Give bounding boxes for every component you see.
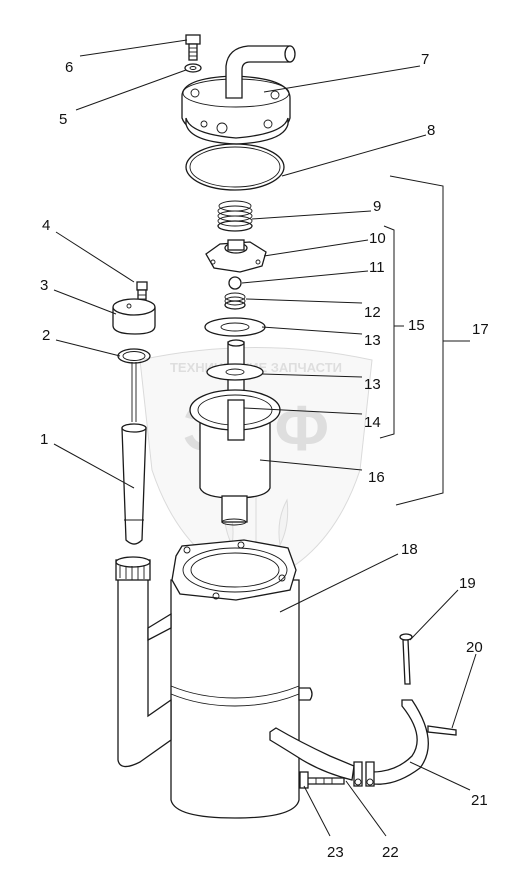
cover-part-7 (181, 45, 296, 145)
callout-12: 12 (364, 304, 381, 321)
ball-part-11 (228, 276, 242, 290)
bracket-15 (379, 225, 404, 439)
callout-7: 7 (421, 51, 429, 68)
callout-20: 20 (466, 639, 483, 656)
valve-plate-part-10 (205, 239, 267, 273)
washer-part-5 (184, 63, 202, 73)
clamp-strap-part-21 (269, 699, 429, 787)
callout-4: 4 (42, 217, 50, 234)
pin-part-19 (399, 633, 413, 685)
callout-16: 16 (368, 469, 385, 486)
o-ring-part-8 (185, 143, 285, 191)
filter-cup-part-16 (189, 389, 281, 526)
callout-9: 9 (373, 198, 381, 215)
callout-6: 6 (65, 59, 73, 76)
callout-21: 21 (471, 792, 488, 809)
washer-part-13-lower (206, 363, 264, 381)
callout-2: 2 (42, 327, 50, 344)
housing-part-18 (115, 539, 313, 819)
callout-17: 17 (472, 321, 489, 338)
clamp-handle-part-20 (427, 725, 457, 736)
callout-11: 11 (369, 259, 385, 276)
callout-10: 10 (369, 230, 386, 247)
washer-part-13-upper (204, 317, 266, 337)
callout-8: 8 (427, 122, 435, 139)
callout-13-upper: 13 (364, 332, 381, 349)
tapered-tube-part-1 (121, 423, 147, 545)
small-spring-part-12 (224, 292, 246, 310)
float-part-3 (112, 298, 156, 335)
callout-labels: 6 5 7 8 9 10 11 12 13 13 14 15 16 17 4 3… (40, 51, 489, 861)
leader-lines (53, 39, 477, 837)
bracket-17 (389, 175, 470, 506)
bolt-part-6 (185, 34, 201, 61)
callout-14: 14 (364, 414, 381, 431)
callout-3: 3 (40, 277, 48, 294)
callout-19: 19 (459, 575, 476, 592)
callout-22: 22 (382, 844, 399, 861)
clamp-nut-part-23 (299, 771, 309, 789)
callout-18: 18 (401, 541, 418, 558)
clamp-bolt-part-22 (305, 777, 345, 785)
callout-5: 5 (59, 111, 67, 128)
spring-part-9 (217, 200, 253, 232)
callout-23: 23 (327, 844, 344, 861)
callout-13-lower: 13 (364, 376, 381, 393)
callout-1: 1 (40, 431, 48, 448)
callout-15: 15 (408, 317, 425, 334)
